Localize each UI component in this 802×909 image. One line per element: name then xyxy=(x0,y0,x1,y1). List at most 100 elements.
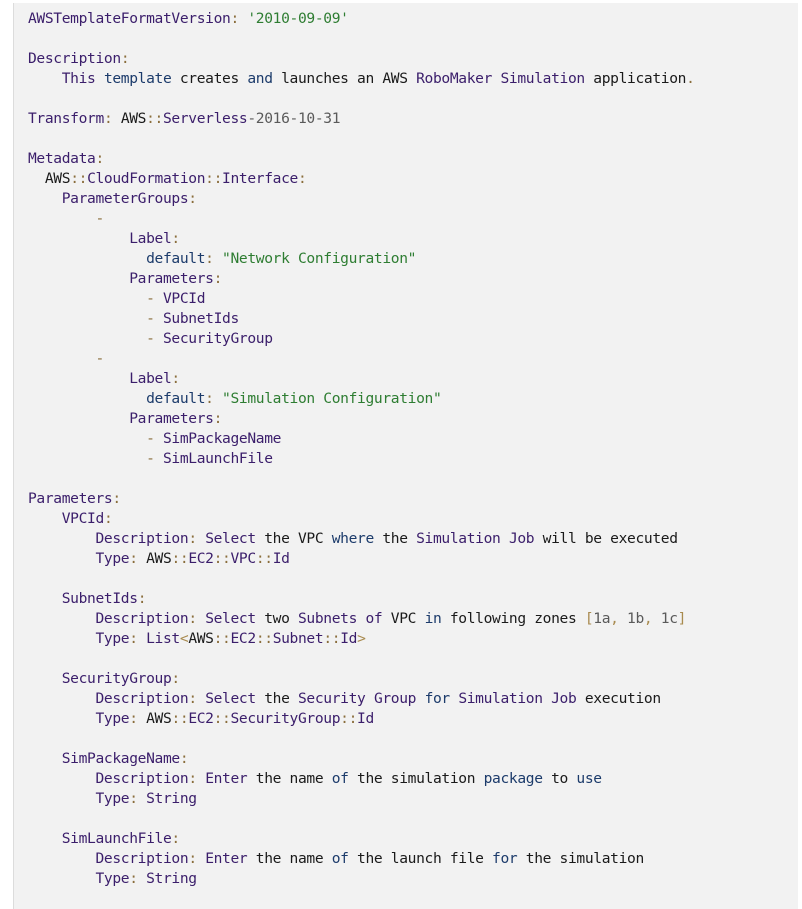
code-token: to xyxy=(542,770,577,787)
code-line: Parameters: xyxy=(28,269,798,289)
code-token: the xyxy=(255,690,298,707)
code-token xyxy=(28,630,96,647)
code-token xyxy=(28,210,96,227)
code-token xyxy=(28,530,96,547)
code-block: AWSTemplateFormatVersion: '2010-09-09' D… xyxy=(13,3,798,909)
code-line: - SecurityGroup xyxy=(28,329,798,349)
code-token: Enter xyxy=(205,850,248,867)
code-token: creates xyxy=(171,70,248,87)
code-token: > xyxy=(357,630,366,647)
code-token: [ xyxy=(584,610,594,627)
code-line: Parameters: xyxy=(28,489,798,509)
code-token xyxy=(28,370,129,387)
code-token: SecurityGroup xyxy=(162,330,273,347)
code-token: : xyxy=(213,410,223,427)
code-token: : xyxy=(120,50,130,67)
code-token: List xyxy=(146,630,180,647)
code-token: AWS xyxy=(28,170,71,187)
code-token: : xyxy=(95,150,105,167)
code-token: Description xyxy=(95,610,189,627)
code-token: execution xyxy=(576,690,661,707)
code-line xyxy=(28,649,798,669)
code-token: : xyxy=(205,250,223,267)
code-token: Select xyxy=(205,610,256,627)
code-token: SimLaunchFile xyxy=(61,830,172,847)
code-token: Type xyxy=(95,710,130,727)
code-token: , xyxy=(643,610,661,627)
code-token: Type xyxy=(95,870,130,887)
code-token xyxy=(28,70,62,87)
code-token: EC2 xyxy=(188,710,214,727)
code-token: the xyxy=(373,530,417,547)
code-token: : xyxy=(129,710,147,727)
code-line: This template creates and launches an AW… xyxy=(28,69,798,89)
code-token: the simulation xyxy=(517,850,644,867)
code-token xyxy=(28,290,146,307)
code-token: Id xyxy=(272,550,290,567)
code-token: Type xyxy=(95,790,130,807)
code-token: RoboMaker xyxy=(416,70,493,87)
code-line: - SubnetIds xyxy=(28,309,798,329)
code-token: VPCId xyxy=(61,510,105,527)
code-token: : xyxy=(188,190,197,207)
code-token: :: xyxy=(255,630,273,647)
code-token: default xyxy=(146,250,206,267)
code-token: AWS xyxy=(188,630,214,647)
code-token: VPC xyxy=(230,550,257,567)
code-token: use xyxy=(576,770,602,787)
code-token xyxy=(28,590,62,607)
code-token xyxy=(501,530,509,547)
code-token: :: xyxy=(213,630,231,647)
code-token: the simulation xyxy=(348,770,484,787)
code-token: 1c xyxy=(660,610,678,627)
code-token: - xyxy=(146,450,163,467)
code-token: : xyxy=(112,490,121,507)
code-token: Description xyxy=(28,50,121,67)
code-token: : xyxy=(137,590,147,607)
code-line: Label: xyxy=(28,369,798,389)
code-token: SimPackageName xyxy=(162,430,282,447)
code-token: ] xyxy=(677,610,687,627)
code-token: "Simulation Configuration" xyxy=(222,390,442,407)
code-line: Description: Select the VPC where the Si… xyxy=(28,529,798,549)
code-line: SimLaunchFile: xyxy=(28,829,798,849)
code-token: for xyxy=(492,850,518,867)
code-token: Description xyxy=(95,850,189,867)
code-token: : xyxy=(129,630,147,647)
code-line: VPCId: xyxy=(28,509,798,529)
code-token: Label xyxy=(129,370,172,387)
code-token: - xyxy=(146,330,163,347)
code-token: Parameters xyxy=(129,410,214,427)
code-line: default: "Simulation Configuration" xyxy=(28,389,798,409)
code-token xyxy=(28,310,146,327)
code-token: Subnets xyxy=(298,610,358,627)
code-token xyxy=(28,350,96,367)
code-token: This xyxy=(61,70,96,87)
code-token: :: xyxy=(340,710,358,727)
code-token: two xyxy=(255,610,298,627)
code-token: : xyxy=(213,270,223,287)
code-token xyxy=(366,690,374,707)
code-token: Select xyxy=(205,530,256,547)
code-token: : xyxy=(205,390,223,407)
code-token: 1a xyxy=(593,610,611,627)
code-token: Parameters xyxy=(129,270,214,287)
code-line xyxy=(28,809,798,829)
code-token: Group xyxy=(373,690,417,707)
code-line xyxy=(28,29,798,49)
code-token xyxy=(28,430,146,447)
code-line: Description: xyxy=(28,49,798,69)
code-token: SecurityGroup xyxy=(61,670,172,687)
code-token: of xyxy=(331,850,349,867)
code-line: Description: Enter the name of the simul… xyxy=(28,769,798,789)
code-token: : xyxy=(171,230,180,247)
code-token: VPC xyxy=(382,610,425,627)
code-token: CloudFormation xyxy=(87,170,206,187)
code-token xyxy=(28,670,62,687)
code-line: AWS::CloudFormation::Interface: xyxy=(28,169,798,189)
code-line xyxy=(28,129,798,149)
code-line: AWSTemplateFormatVersion: '2010-09-09' xyxy=(28,9,798,29)
code-token: : xyxy=(171,370,180,387)
code-token: AWS xyxy=(146,550,172,567)
code-line: Type: AWS::EC2::VPC::Id xyxy=(28,549,798,569)
